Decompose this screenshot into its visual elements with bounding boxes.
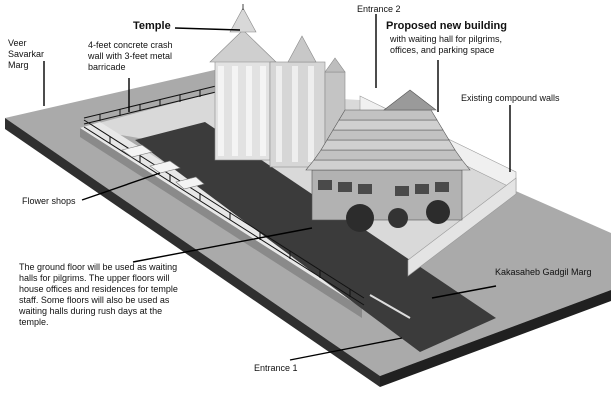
flower-shops-label: Flower shops	[22, 196, 76, 206]
temple	[209, 4, 346, 168]
compound-walls-label: Existing compound walls	[461, 93, 560, 103]
temple-label: Temple	[133, 20, 171, 32]
road	[135, 122, 496, 352]
ground-floor-note: The ground floor will be used as waiting…	[19, 262, 178, 327]
crash-wall-label: 4-feet concrete crash wall with 3-feet m…	[88, 40, 173, 72]
kakasaheb-gadgil-marg-label: Kakasaheb Gadgil Marg	[495, 267, 592, 277]
entrance-2-label: Entrance 2	[357, 4, 401, 14]
new-building-title: Proposed new building	[386, 20, 507, 32]
flower-shops	[121, 144, 205, 190]
new-building-description: with waiting hall for pilgrims, offices,…	[390, 34, 503, 55]
trees	[346, 200, 450, 232]
veer-savarkar-marg-label: Veer Savarkar Marg	[8, 38, 45, 70]
entrance-1-label: Entrance 1	[254, 363, 298, 373]
leader-lines	[43, 14, 511, 361]
